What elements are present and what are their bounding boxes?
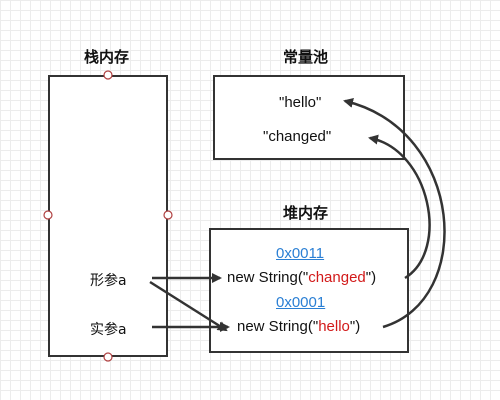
top-handle[interactable] (103, 70, 113, 80)
heap-memory-title: 堆内存 (283, 204, 329, 222)
right-handle[interactable] (163, 210, 173, 220)
heap-address-0x0001: 0x0001 (276, 294, 326, 311)
arrow-changed-to-pool (368, 134, 431, 280)
object-value: changed (308, 269, 366, 286)
object-prefix: new String(" (227, 269, 309, 286)
pool-item-hello: "hello" (279, 94, 322, 111)
object-value: hello (318, 318, 350, 335)
bottom-handle[interactable] (103, 352, 113, 362)
pool-item-changed: "changed" (263, 128, 332, 145)
left-handle[interactable] (43, 210, 53, 220)
object-suffix: ") (349, 318, 361, 335)
actual-param-label: 实参a (90, 322, 127, 338)
constant-pool-box[interactable] (213, 75, 405, 160)
heap-object-hello: new String("hello") (237, 318, 360, 335)
arrow-formal-to-hello (149, 280, 228, 332)
heap-memory-box[interactable] (209, 228, 409, 353)
constant-pool-title: 常量池 (283, 48, 329, 66)
object-prefix: new String(" (237, 318, 319, 335)
stack-memory-title: 栈内存 (84, 48, 130, 66)
arrow-hello-to-pool (343, 98, 446, 329)
object-suffix: ") (365, 269, 377, 286)
formal-param-label: 形参a (90, 273, 127, 289)
heap-address-0x0011: 0x0011 (276, 245, 325, 262)
heap-object-changed: new String("changed") (227, 269, 376, 286)
